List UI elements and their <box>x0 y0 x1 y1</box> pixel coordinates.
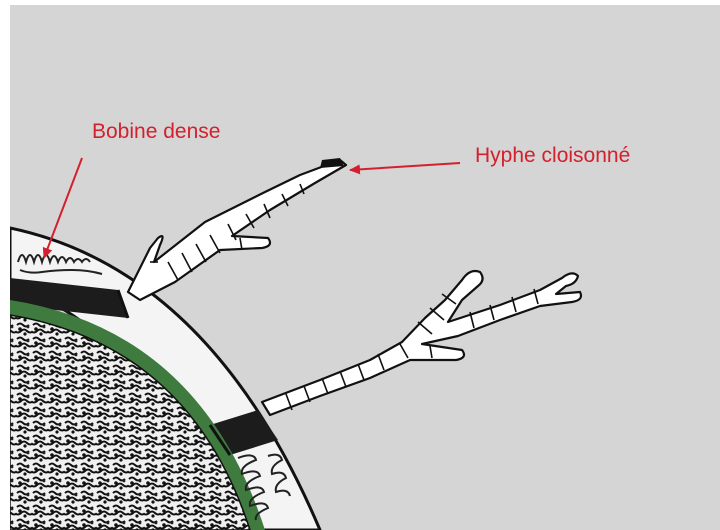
diagram-panel: Bobine dense Hyphe cloisonné <box>10 5 720 530</box>
label-septate-hypha: Hyphe cloisonné <box>475 144 630 167</box>
label-dense-coil: Bobine dense <box>92 120 220 143</box>
fungal-hyphae-diagram: Bobine dense Hyphe cloisonné <box>10 5 720 530</box>
